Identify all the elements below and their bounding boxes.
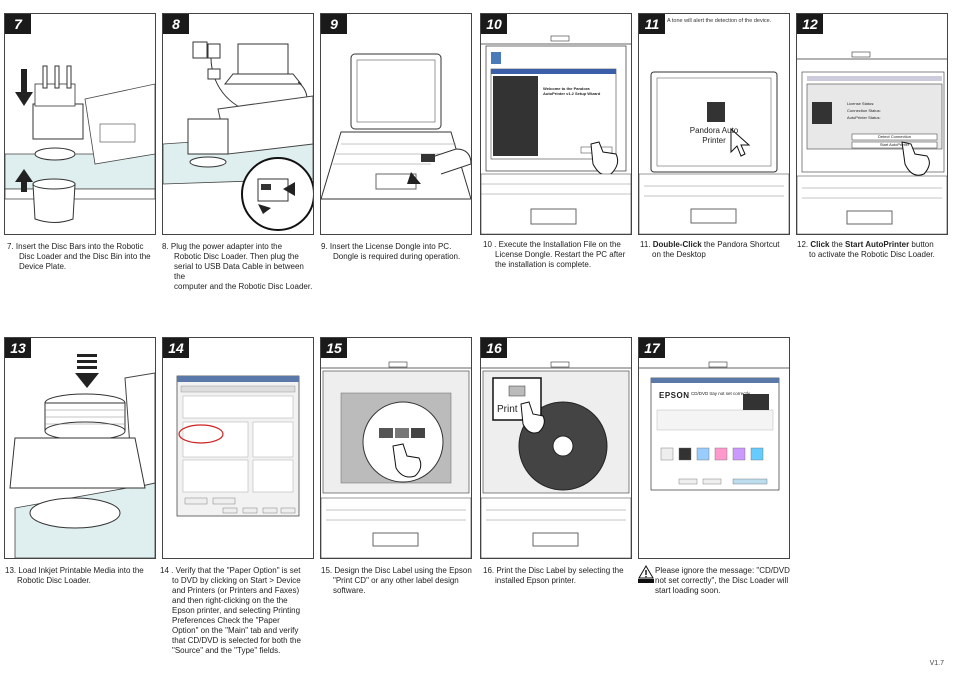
print-button-label: Print bbox=[497, 404, 518, 415]
caption-step-9: 9. Insert the License Dongle into PC.Don… bbox=[321, 242, 461, 261]
panel-step-14: 14 bbox=[162, 337, 314, 559]
panel-step-13: 13 bbox=[4, 337, 156, 559]
installer-screen-title: Welcome to the Pandora AutoPrinter v1.2 … bbox=[543, 86, 601, 96]
shortcut-label: Pandora Auto Printer bbox=[689, 126, 739, 145]
version-label: V1.7 bbox=[929, 660, 944, 667]
epson-logo: EPSON bbox=[659, 391, 690, 400]
panel-step-9: 9 bbox=[320, 13, 472, 235]
panel-step-16: 16 Print bbox=[480, 337, 632, 559]
step-number: 12 bbox=[797, 14, 823, 34]
panel-step-11: 11 A tone will alert the detection of th… bbox=[638, 13, 790, 235]
illustration-label-design bbox=[321, 361, 471, 558]
step-number: 9 bbox=[321, 14, 347, 34]
caption-step-16: 16. Print the Disc Label by selecting th… bbox=[483, 566, 624, 585]
detect-connection-button: Detect Connection bbox=[878, 134, 911, 139]
step-number: 13 bbox=[5, 338, 31, 358]
illustration-printing-preferences bbox=[176, 375, 300, 517]
tone-alert-note: A tone will alert the detection of the d… bbox=[667, 18, 772, 24]
step-number: 7 bbox=[5, 14, 31, 34]
illustration-laptop-dongle bbox=[321, 53, 471, 200]
caption-step-15: 15. Design the Disc Label using the Epso… bbox=[321, 566, 472, 595]
illustration-power-usb bbox=[163, 41, 313, 231]
panel-step-15: 15 bbox=[320, 337, 472, 559]
epson-error-message: CD/DVD tray not set correctly bbox=[691, 391, 751, 396]
caption-step-10: 10 . Execute the Installation File on th… bbox=[483, 240, 626, 269]
step-number: 10 bbox=[481, 14, 507, 34]
illustration-disc-loader-install bbox=[5, 65, 155, 223]
caption-step-13: 13. Load Inkjet Printable Media into the… bbox=[5, 566, 144, 585]
panel-step-10: 10 Welcome to the Pandora AutoPrinter v1… bbox=[480, 13, 632, 235]
illustration-load-media bbox=[9, 354, 155, 558]
caption-step-7: 7. Insert the Disc Bars into the Robotic… bbox=[7, 242, 151, 271]
illustration-autoprinter-app bbox=[797, 51, 947, 234]
start-autoprinter-button: Start AutoPrinter bbox=[879, 142, 910, 147]
step-number: 16 bbox=[481, 338, 507, 358]
caption-step-14: 14 . Verify that the "Paper Option" is s… bbox=[160, 566, 301, 655]
step-number: 11 bbox=[639, 14, 665, 34]
illustration-print-disc bbox=[481, 361, 631, 558]
panel-step-12: 12 License Status: Connection Status: Au… bbox=[796, 13, 948, 235]
step-number: 15 bbox=[321, 338, 347, 358]
panel-step-8: 8 bbox=[162, 13, 314, 235]
panel-step-17: 17 EPSON CD/DVD tray not set correctly bbox=[638, 337, 790, 559]
illustration-install-screen bbox=[481, 35, 631, 234]
step-number: 14 bbox=[163, 338, 189, 358]
step-number: 17 bbox=[639, 338, 665, 358]
illustration-desktop-shortcut bbox=[639, 71, 789, 234]
step-number: 8 bbox=[163, 14, 189, 34]
autoprinter-status-rows: License Status: Connection Status: AutoP… bbox=[847, 101, 881, 120]
warning-icon bbox=[638, 565, 654, 583]
panel-step-7: 7 bbox=[4, 13, 156, 235]
illustration-epson-message bbox=[639, 361, 789, 491]
